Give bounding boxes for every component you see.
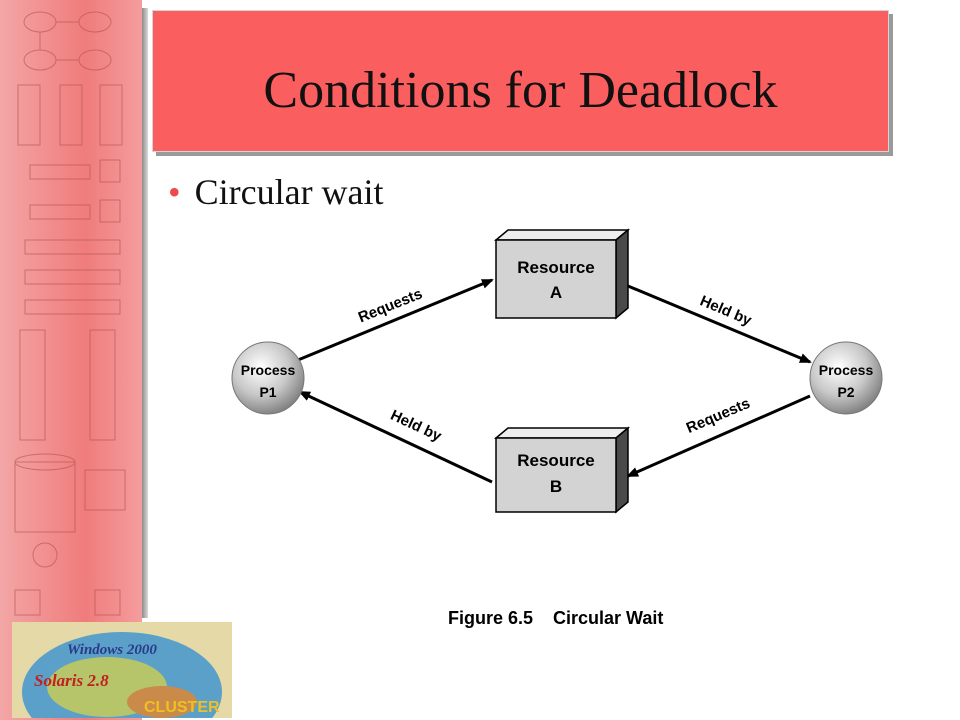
process-p1-node: Process P1 <box>231 341 305 415</box>
process-p2-node: Process P2 <box>809 341 883 415</box>
title-banner: Conditions for Deadlock <box>152 10 889 152</box>
bullet-icon: • <box>168 172 181 212</box>
process-p2-id: P2 <box>837 384 854 400</box>
resource-b-node: Resource B <box>493 426 631 514</box>
edge-b-to-p1 <box>298 390 493 484</box>
edge-label-p2-to-b: Requests <box>684 395 753 437</box>
process-p1-id: P1 <box>259 384 276 400</box>
resource-a-label: Resource <box>517 258 594 277</box>
cluster-logo: Windows 2000 Solaris 2.8 CLUSTER <box>12 622 232 718</box>
sidebar-decoration <box>0 0 142 720</box>
circular-wait-diagram: Requests Held by Requests Held by Resour… <box>231 228 883 628</box>
sidebar-art <box>14 11 126 616</box>
sidebar-shadow <box>142 8 148 618</box>
edge-p2-to-b <box>626 394 811 478</box>
resource-a-node: Resource A <box>493 228 631 320</box>
edge-label-p1-to-a: Requests <box>356 285 425 326</box>
resource-b-id: B <box>550 477 562 496</box>
edge-a-to-p2 <box>627 284 812 364</box>
edge-p1-to-a <box>297 278 494 362</box>
process-p2-label: Process <box>819 362 874 378</box>
resource-a-id: A <box>550 283 562 302</box>
bullet-item: • Circular wait <box>168 170 384 214</box>
figure-caption: Figure 6.5 Circular Wait <box>448 608 663 628</box>
resource-b-label: Resource <box>517 451 594 470</box>
logo-text-cluster: CLUSTER <box>144 699 220 716</box>
logo-text-solaris: Solaris 2.8 <box>34 671 109 690</box>
edge-label-b-to-p1: Held by <box>388 407 445 446</box>
edge-label-a-to-p2: Held by <box>697 292 754 329</box>
logo-text-windows: Windows 2000 <box>67 642 157 658</box>
process-p1-label: Process <box>241 362 296 378</box>
bullet-text: Circular wait <box>194 172 384 212</box>
slide-title: Conditions for Deadlock <box>263 62 778 119</box>
